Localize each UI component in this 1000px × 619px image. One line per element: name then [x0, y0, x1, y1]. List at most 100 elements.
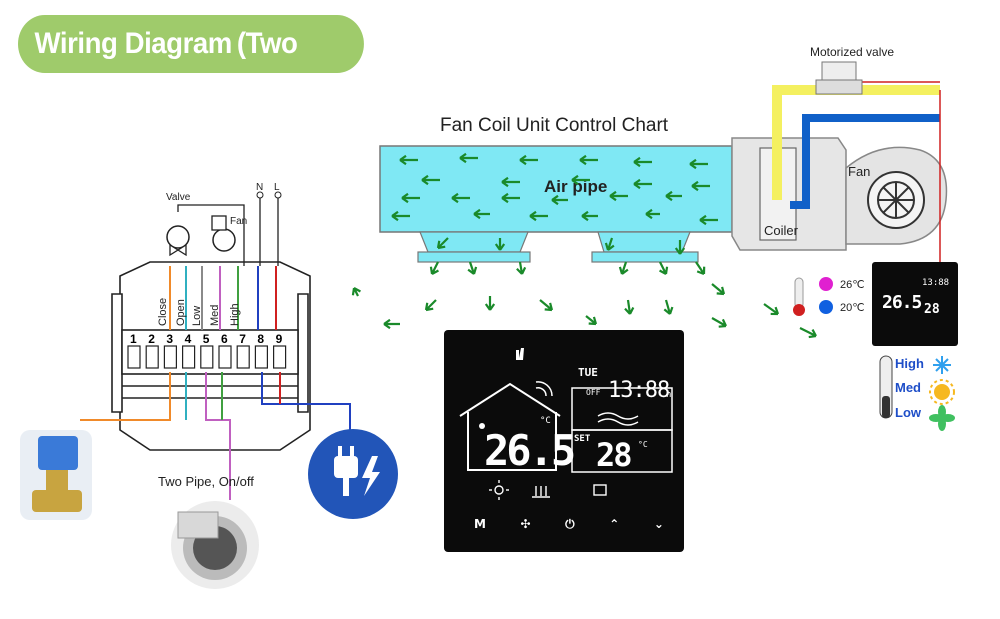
valve-photo	[20, 430, 92, 520]
wiring-diagram-banner: Wiring Diagram (Two tubes) :	[18, 15, 364, 118]
airflow-arrow	[609, 190, 628, 202]
power-plug-icon	[308, 429, 398, 519]
airflow-arrow	[579, 154, 598, 166]
airflow-arrow	[539, 299, 554, 312]
terminal-number: 6	[221, 332, 228, 346]
airflow-arrow	[691, 180, 710, 192]
power-button-icon[interactable]: ⏻	[565, 516, 575, 531]
leaf-fan-icon	[929, 405, 955, 431]
valve-symbol-icon	[166, 225, 190, 257]
time-suffix: h	[666, 390, 672, 400]
airflow-arrow	[351, 287, 361, 297]
fan-symbol-icon	[211, 215, 236, 252]
low-label: Low	[191, 306, 203, 326]
terminal-number: 7	[239, 332, 246, 346]
current-temp-display: 26.5	[484, 426, 576, 475]
fan-label: Fan	[848, 164, 870, 179]
airflow-arrows	[351, 152, 817, 339]
temperature-legend	[793, 277, 893, 419]
airflow-arrow	[624, 299, 635, 315]
cold-temp-label: 20℃	[840, 302, 865, 314]
terminal-slot	[182, 345, 196, 369]
terminal-slot	[254, 345, 268, 369]
air-pipe-label: Air pipe	[544, 177, 607, 196]
close-label: Close	[157, 298, 169, 326]
terminal-slot	[236, 345, 250, 369]
airflow-arrow	[383, 318, 400, 330]
airflow-arrow	[551, 194, 568, 206]
airflow-arrow	[501, 176, 520, 188]
thermostat-display: TUE OFF 13:88 h 26.5 °C SET 28 °C M ✣ ⏻ …	[444, 330, 684, 552]
valve-label: Valve	[166, 192, 191, 203]
fan-photo	[171, 501, 259, 589]
small-temp-display: 26.5	[882, 292, 922, 313]
terminal-slot	[127, 345, 141, 369]
hot-dot	[819, 277, 833, 291]
airflow-arrow	[633, 178, 652, 190]
airflow-arrow	[633, 156, 652, 168]
airflow-arrow	[429, 261, 439, 275]
temp-unit: °C	[540, 416, 551, 426]
terminal-slot	[273, 345, 287, 369]
time-display: 13:88	[608, 378, 670, 403]
air-pipe-duct	[379, 145, 733, 263]
airflow-arrow	[711, 283, 726, 296]
terminal-slot	[200, 345, 214, 369]
off-indicator: OFF	[586, 388, 601, 397]
set-label: SET	[574, 434, 591, 444]
airflow-arrow	[645, 208, 660, 220]
airflow-arrow	[494, 238, 506, 251]
day-display: TUE	[578, 366, 598, 379]
speed-med-label: Med	[895, 380, 921, 395]
up-button-icon[interactable]: ⌃	[609, 517, 620, 531]
airflow-arrow	[451, 192, 470, 204]
sun-icon	[929, 379, 955, 405]
airflow-arrow	[695, 261, 706, 276]
set-temp-unit: °C	[638, 440, 648, 449]
terminal-slot	[163, 345, 177, 369]
open-label: Open	[175, 299, 187, 326]
airflow-arrow	[529, 210, 548, 222]
airflow-arrow	[399, 154, 418, 166]
fan-button-icon[interactable]: ✣	[520, 517, 531, 531]
terminal-number: 5	[203, 332, 210, 346]
airflow-arrow	[459, 152, 478, 164]
mode-button[interactable]: M	[474, 517, 486, 531]
button-row: M ✣ ⏻ ⌃ ⌄	[474, 512, 664, 536]
terminal-number: 1	[130, 332, 137, 346]
small-set-display: 28	[924, 302, 940, 317]
airflow-arrow	[401, 192, 420, 204]
airflow-arrow	[424, 299, 437, 312]
airflow-arrow	[421, 174, 440, 186]
hot-temp-label: 26℃	[840, 279, 865, 291]
thermostat-graphics	[459, 348, 673, 500]
two-pipe-caption: Two Pipe, On/off	[158, 474, 254, 489]
airflow-arrow	[436, 237, 449, 250]
coiler-label: Coiler	[764, 223, 799, 238]
terminal-slot	[218, 345, 232, 369]
terminal-number: 4	[185, 332, 192, 346]
set-temp-display: 28	[596, 436, 633, 474]
snowflake-icon	[933, 356, 951, 374]
airflow-arrow	[711, 317, 727, 328]
airflow-arrow	[484, 296, 496, 311]
high-label: High	[229, 303, 241, 326]
airflow-arrow	[516, 261, 527, 275]
airflow-arrow	[519, 154, 538, 166]
chart-title: Fan Coil Unit Control Chart	[440, 115, 669, 136]
airflow-arrow	[674, 240, 686, 255]
airflow-arrow	[467, 261, 478, 275]
terminal-slot	[145, 345, 159, 369]
motorized-valve-icon	[815, 61, 863, 95]
airflow-arrow	[473, 208, 490, 220]
down-button-icon[interactable]: ⌄	[653, 517, 664, 531]
terminal-number: 8	[257, 332, 264, 346]
airflow-arrow	[663, 299, 674, 315]
airflow-arrow	[699, 214, 718, 226]
small-thermostat-display: 13:88 26.5 28	[872, 262, 958, 346]
n-label: N	[256, 182, 263, 193]
airflow-arrow	[604, 237, 615, 251]
terminal-number: 9	[276, 332, 283, 346]
wiring-lines	[80, 195, 351, 500]
